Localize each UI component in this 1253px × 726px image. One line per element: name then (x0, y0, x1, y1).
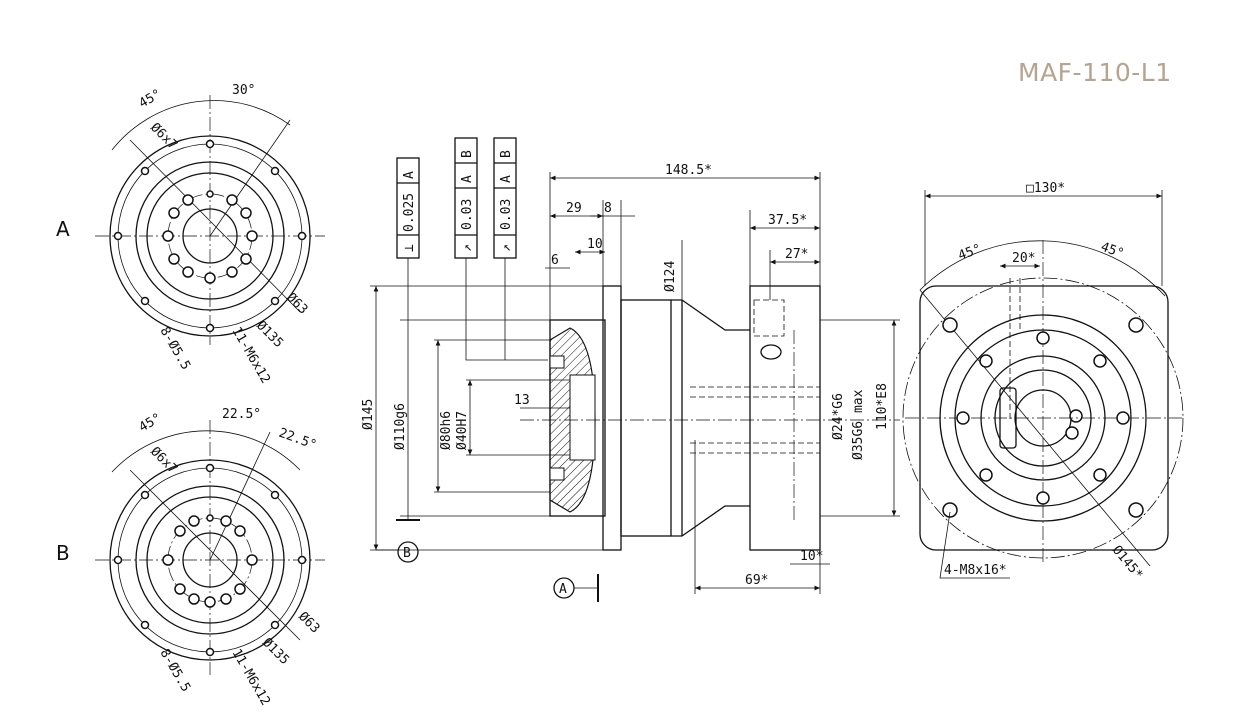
dim-8: 8 (604, 201, 612, 216)
dim-total-length: 148.5* (665, 163, 712, 178)
svg-text:B: B (499, 150, 514, 158)
dim-d110g6: Ø110g6 (393, 403, 408, 450)
view-a: A 45° 30° Ø6x7 Ø63 Ø135 11-M6x1 (56, 83, 325, 386)
view-a-bolt-holes (113, 139, 307, 333)
front-pcd (902, 277, 1184, 559)
dim-d145: Ø145 (361, 399, 376, 430)
dim-d40h7: Ø40H7 (455, 411, 470, 450)
front-inner-holes (956, 331, 1130, 505)
side-body (549, 285, 821, 551)
dim-d124: Ø124 (663, 261, 678, 292)
dim-10: 10 (587, 237, 603, 252)
front-angle-right: 45° (1099, 240, 1126, 262)
svg-text:0.025: 0.025 (402, 193, 417, 232)
front-view: □130* 45° 45° 20* 4-M8x16* Ø145* (902, 181, 1184, 583)
dim-27: 27* (785, 247, 808, 262)
view-a-bolt-dim: 8-Ø5.5 (157, 325, 193, 373)
front-corner-holes (942, 317, 1144, 518)
svg-text:A: A (402, 171, 417, 179)
model-code: MAF-110-L1 (1018, 58, 1172, 87)
dim-d80h6: Ø80h6 (439, 411, 454, 450)
svg-text:B: B (403, 546, 411, 561)
datum-b-marker: B (376, 541, 419, 563)
view-b: B 45° 22.5° 22.5° Ø6x7 Ø63 Ø135 (56, 407, 325, 708)
svg-text:0.03: 0.03 (460, 199, 475, 230)
front-angle-left: 45° (956, 242, 983, 264)
view-a-pcd-dim: Ø63 (283, 290, 310, 317)
svg-text:A: A (460, 175, 475, 183)
view-b-od-dim: Ø135 (259, 635, 292, 668)
view-a-od-dim: Ø135 (253, 318, 286, 351)
svg-text:A: A (559, 582, 567, 597)
svg-text:↗: ↗ (499, 244, 514, 252)
dim-69: 69* (745, 573, 768, 588)
view-a-angle-30: 30° (232, 83, 255, 98)
view-b-angle-45: 45° (137, 411, 165, 436)
view-a-label: A (56, 217, 70, 241)
svg-text:A: A (499, 175, 514, 183)
front-tap-dim: 4-M8x16* (944, 563, 1007, 578)
view-a-tap-holes (162, 190, 258, 284)
front-square-dim: □130* (1026, 181, 1065, 196)
front-20-dim: 20* (1012, 251, 1035, 266)
view-b-angle-22a: 22.5° (222, 407, 261, 422)
view-b-tap-dim: 11-M6x12 (229, 647, 273, 709)
front-square-flange (919, 285, 1169, 551)
view-b-tap-holes (162, 514, 258, 608)
dim-29: 29 (566, 201, 582, 216)
dim-6: 6 (551, 253, 559, 268)
view-a-angle-45: 45° (137, 87, 165, 112)
svg-text:0.03: 0.03 (499, 199, 514, 230)
side-view: ⊥ 0.025 A ↗ 0.03 A B ↗ 0.03 A B (361, 137, 900, 602)
tolerance-frame-2: ↗ 0.03 A B (454, 137, 548, 361)
svg-text:↗: ↗ (460, 244, 475, 252)
datum-a-marker: A (553, 574, 599, 602)
view-b-bolt-holes (113, 463, 307, 657)
svg-text:B: B (460, 150, 475, 158)
dim-13: 13 (514, 393, 530, 408)
dim-d24: Ø24*G6 (831, 393, 846, 440)
dim-110e8: 110*E8 (875, 383, 890, 430)
view-b-angle-22b: 22.5° (277, 426, 319, 453)
dim-10-star: 10* (800, 549, 823, 564)
view-b-label: B (56, 541, 70, 565)
view-b-bolt-dim: 8-Ø5.5 (157, 647, 193, 695)
view-b-pcd-dim: Ø63 (295, 609, 322, 636)
front-pcd-dim: Ø145* (1109, 543, 1146, 583)
dim-d35: Ø35G6 max (851, 389, 866, 460)
svg-text:⊥: ⊥ (402, 244, 417, 252)
tolerance-frame-3: ↗ 0.03 A B (493, 137, 517, 360)
dim-37-5: 37.5* (768, 213, 807, 228)
tolerance-frame-1: ⊥ 0.025 A (396, 157, 420, 521)
